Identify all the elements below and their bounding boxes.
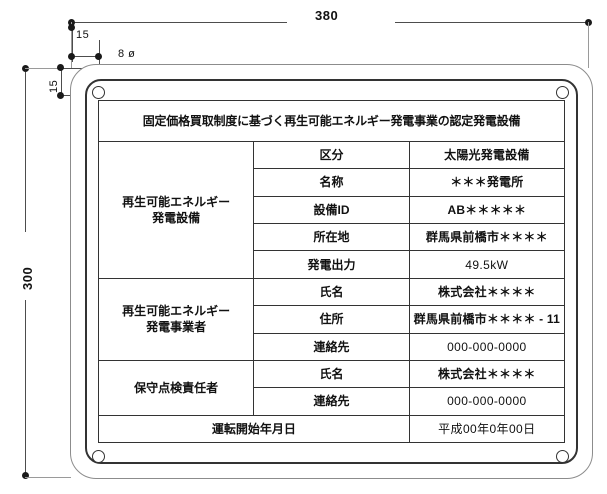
hole-inset-v-tick-bottom	[57, 92, 64, 99]
row-value: ＊＊＊発電所	[408, 168, 566, 197]
group-label-maintenance-line1: 保守点検責任者	[134, 380, 219, 395]
row-key: 発電出力	[253, 250, 410, 279]
width-extension-line-left	[71, 22, 72, 68]
table-row: 所在地 群馬県前橋市＊＊＊＊	[99, 223, 566, 252]
mounting-hole-bottom-right	[556, 450, 569, 463]
group-label-operator-line1: 再生可能エネルギー	[122, 304, 231, 319]
width-dimension-line-left	[72, 22, 287, 23]
group-label-operator: 再生可能エネルギー 発電事業者	[97, 277, 255, 361]
row-key: 氏名	[253, 277, 410, 307]
row-value: 群馬県前橋市＊＊＊＊	[408, 223, 566, 252]
hole-inset-v-dimension-line	[61, 68, 62, 96]
table-row: 発電出力 49.5kW	[99, 250, 566, 279]
plate-table: 固定価格買取制度に基づく再生可能エネルギー発電事業の認定発電設備 再生可能エネル…	[97, 100, 566, 444]
row-value: 群馬県前橋市＊＊＊＊ - 11	[408, 305, 566, 334]
hole-inset-h-tick-left	[68, 24, 75, 31]
table-row: 連絡先 000-000-0000	[99, 332, 566, 361]
table-row: 再生可能エネルギー 発電設備 区分 太陽光発電設備	[97, 140, 566, 279]
table-row: 住所 群馬県前橋市＊＊＊＊ - 11	[99, 305, 566, 334]
group-label-facility-line1: 再生可能エネルギー	[122, 194, 231, 209]
row-key: 連絡先	[253, 332, 410, 361]
hole-inset-v-tick-top	[57, 64, 64, 71]
width-dimension-label: 380	[315, 8, 339, 23]
mounting-hole-bottom-left	[92, 450, 105, 463]
row-value: 株式会社＊＊＊＊	[408, 277, 566, 307]
table-row-footer: 運転開始年月日 平成00年0年00日	[98, 414, 566, 444]
row-key: 連絡先	[253, 387, 410, 416]
hole-inset-h-dimension-line	[72, 56, 100, 57]
table-row: 名称 ＊＊＊発電所	[99, 168, 566, 197]
row-value: 株式会社＊＊＊＊	[408, 359, 566, 389]
row-value: AB＊＊＊＊＊	[408, 195, 566, 225]
table-row: 再生可能エネルギー 発電事業者 氏名 株式会社＊＊＊＊	[97, 277, 566, 361]
row-key: 住所	[253, 305, 410, 334]
hole-diameter-callout-label: 8 ø	[118, 48, 136, 60]
table-row: 保守点検責任者 氏名 株式会社＊＊＊＊	[97, 359, 566, 416]
row-value: 000-000-0000	[408, 387, 566, 416]
height-dimension-label: 300	[20, 266, 35, 290]
group-label-facility: 再生可能エネルギー 発電設備	[97, 141, 255, 279]
hole-inset-h-extension	[72, 26, 73, 62]
height-extension-line-top	[25, 68, 71, 69]
row-key: 区分	[253, 140, 410, 170]
hole-inset-h-label: 15	[76, 29, 90, 41]
row-value: 太陽光発電設備	[408, 140, 566, 170]
hole-inset-v-label: 15	[48, 79, 60, 93]
footer-value: 平成00年0年00日	[408, 414, 566, 444]
row-value: 000-000-0000	[408, 332, 566, 361]
height-extension-line-bottom	[25, 477, 71, 478]
width-extension-line-right	[588, 22, 589, 68]
plate-table-container: 固定価格買取制度に基づく再生可能エネルギー発電事業の認定発電設備 再生可能エネル…	[97, 100, 566, 444]
table-row: 設備ID AB＊＊＊＊＊	[99, 195, 566, 225]
plate-title: 固定価格買取制度に基づく再生可能エネルギー発電事業の認定発電設備	[98, 100, 565, 142]
table-row-title: 固定価格買取制度に基づく再生可能エネルギー発電事業の認定発電設備	[98, 100, 565, 142]
row-key: 所在地	[253, 223, 410, 252]
group-label-facility-line2: 発電設備	[152, 210, 201, 225]
hole-inset-h-tick-left-2	[68, 53, 75, 60]
group-label-maintenance: 保守点検責任者	[97, 359, 255, 416]
row-value: 49.5kW	[408, 250, 566, 279]
group-label-operator-line2: 発電事業者	[146, 320, 207, 335]
row-key: 氏名	[253, 359, 410, 389]
height-dimension-line-lower	[25, 300, 26, 475]
height-dimension-line-upper	[25, 72, 26, 232]
width-dimension-line-right	[395, 22, 589, 23]
mounting-hole-top-right	[556, 86, 569, 99]
row-key: 設備ID	[253, 195, 410, 225]
row-key: 名称	[253, 168, 410, 197]
mounting-hole-top-left	[92, 86, 105, 99]
height-dimension-tick-bottom	[22, 472, 29, 479]
hole-inset-h-tick-right	[95, 53, 102, 60]
footer-key: 運転開始年月日	[98, 414, 410, 444]
